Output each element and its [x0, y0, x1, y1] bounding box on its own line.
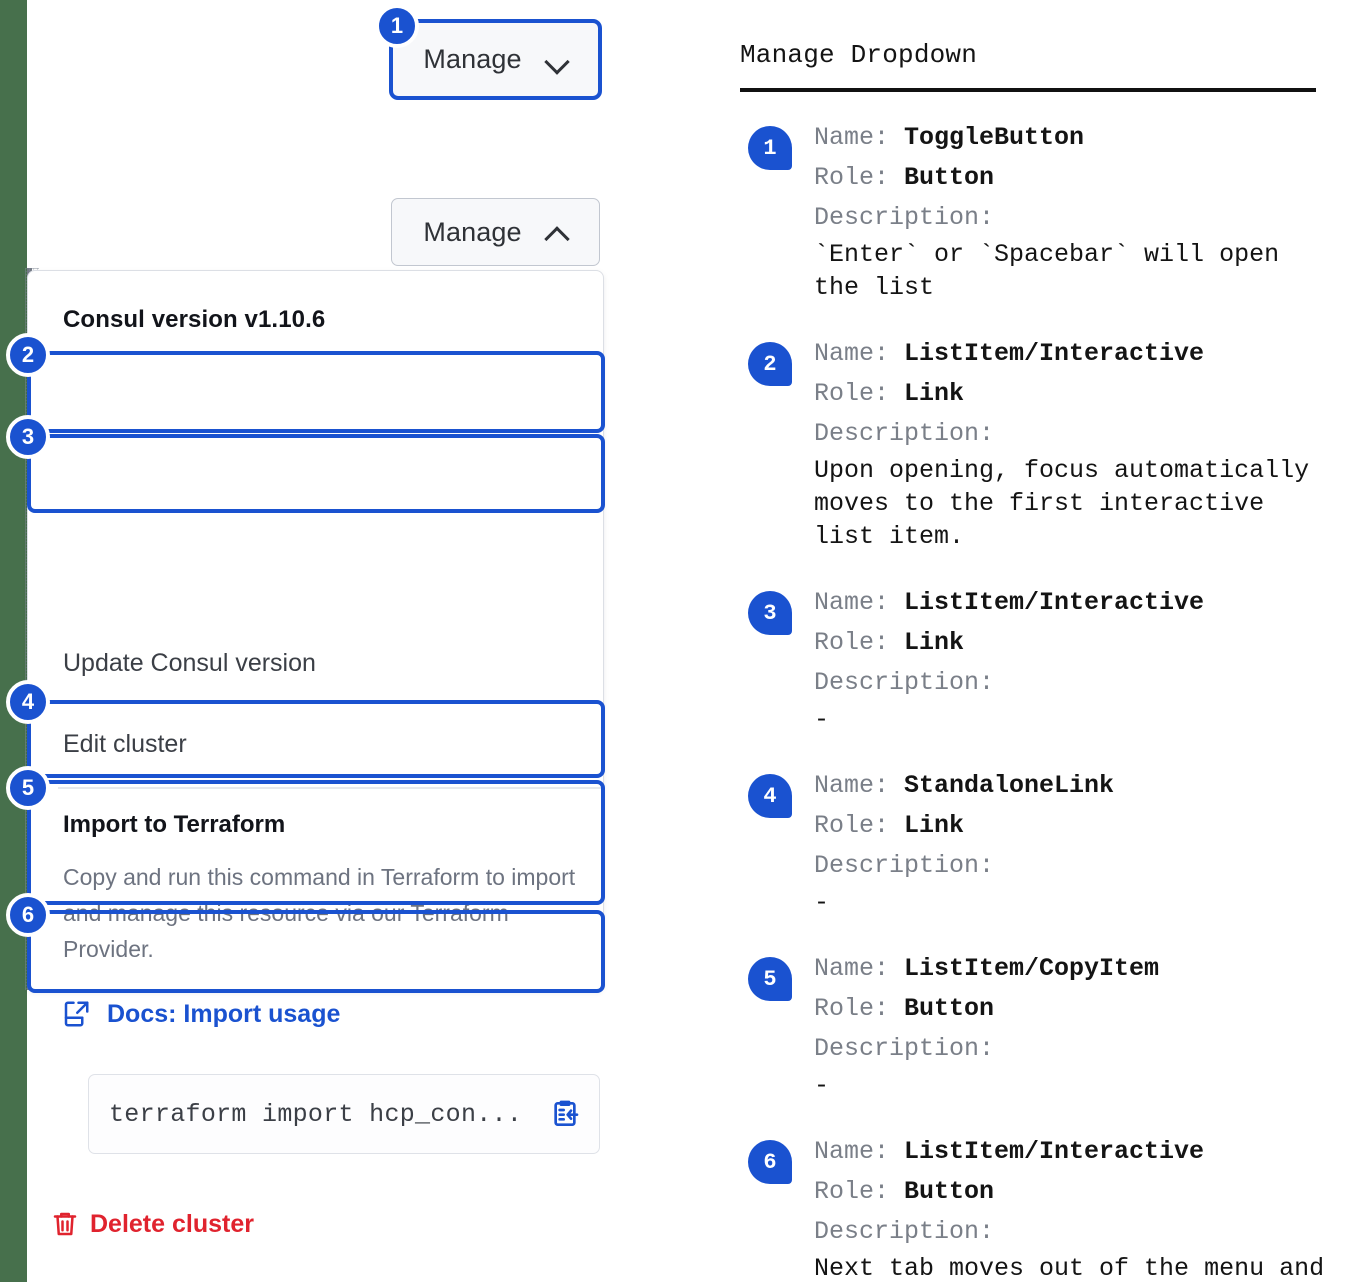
spec-field-label: Name:	[814, 1137, 905, 1166]
spec-description-label: Description:	[814, 851, 995, 880]
chevron-down-icon	[546, 49, 568, 71]
spec-field-value: ListItem/Interactive	[904, 339, 1205, 368]
delete-cluster-label: Delete cluster	[90, 1209, 254, 1238]
annotation-badge-4: 4	[748, 774, 792, 818]
spec-field-value: Link	[904, 811, 965, 840]
trash-icon	[50, 1209, 80, 1239]
spec-field-value: Button	[904, 994, 995, 1023]
docs-import-usage-label: Docs: Import usage	[107, 999, 341, 1028]
annotation-badge-4: 4	[6, 680, 50, 724]
spec-field-value: Button	[904, 163, 995, 192]
menu-item-docs-import-usage[interactable]: Docs: Import usage	[28, 986, 605, 1042]
annotation-badge-2: 2	[748, 342, 792, 386]
menu-item-edit-label: Edit cluster	[63, 729, 187, 758]
spec-field: Name: StandaloneLink	[814, 766, 1340, 806]
menu-divider	[58, 787, 603, 789]
import-terraform-description: Copy and run this command in Terraform t…	[63, 864, 576, 962]
spec-field-value: Link	[904, 628, 965, 657]
spec-field-value: ListItem/CopyItem	[904, 954, 1160, 983]
spec-field: Name: ToggleButton	[814, 118, 1340, 158]
spec-field-label: Role:	[814, 1177, 905, 1206]
spec-field-label: Role:	[814, 628, 905, 657]
spec-field-label: Name:	[814, 588, 905, 617]
spec-description-value: -	[814, 1071, 830, 1100]
spec-field: Role: Button	[814, 158, 1340, 198]
menu-item-update-label: Update Consul version	[63, 648, 316, 677]
spec-field-value: Link	[904, 379, 965, 408]
spec-description-value: Upon opening, focus automatically moves …	[814, 456, 1310, 551]
spec-field-label: Name:	[814, 954, 905, 983]
annotation-badge-1: 1	[748, 126, 792, 170]
spec-field-label: Name:	[814, 123, 905, 152]
manage-toggle-label: Manage	[423, 44, 522, 74]
spec-description-label: Description:	[814, 419, 995, 448]
spec-field: Role: Link	[814, 623, 1340, 663]
import-terraform-heading: Import to Terraform	[63, 811, 286, 838]
spec-field: Role: Link	[814, 806, 1340, 846]
spec-field-label: Role:	[814, 811, 905, 840]
menu-item-edit-cluster[interactable]: Edit cluster	[28, 711, 605, 777]
spec-description-value: -	[814, 705, 830, 734]
annotation-badge-6: 6	[6, 893, 50, 937]
spec-field-value: StandaloneLink	[904, 771, 1115, 800]
spec-field-value: ToggleButton	[904, 123, 1085, 152]
consul-version-label: Consul version v1.10.6	[63, 306, 326, 333]
spec-field: Name: ListItem/CopyItem	[814, 949, 1340, 989]
terraform-command-text: terraform import hcp_con...	[109, 1099, 523, 1129]
terraform-command-copy-field[interactable]: terraform import hcp_con...	[88, 1074, 600, 1154]
spec-title-rule	[740, 88, 1316, 92]
spec-description-value: -	[814, 888, 830, 917]
spec-field-value: ListItem/Interactive	[904, 588, 1205, 617]
chevron-up-icon	[546, 221, 568, 243]
left-rail	[0, 0, 27, 1282]
spec-field: Name: ListItem/Interactive	[814, 583, 1340, 623]
spec-field-value: Button	[904, 1177, 995, 1206]
spec-field-label: Role:	[814, 994, 905, 1023]
spec-field: Role: Button	[814, 1172, 1340, 1212]
spec-field-label: Name:	[814, 339, 905, 368]
annotation-badge-6: 6	[748, 1140, 792, 1184]
spec-description-label: Description:	[814, 203, 995, 232]
spec-field: Name: ListItem/Interactive	[814, 1132, 1340, 1172]
manage-dropdown-panel: Consul version v1.10.6 Update Consul ver…	[27, 270, 605, 1238]
spec-field-label: Role:	[814, 379, 905, 408]
external-doc-icon	[61, 999, 91, 1029]
copy-clipboard-icon[interactable]	[549, 1098, 581, 1130]
spec-description-label: Description:	[814, 1034, 995, 1063]
spec-field-value: ListItem/Interactive	[904, 1137, 1205, 1166]
spec-field: Role: Link	[814, 374, 1340, 414]
annotation-badge-2: 2	[6, 333, 50, 377]
spec-field: Name: ListItem/Interactive	[814, 334, 1340, 374]
annotation-badge-5: 5	[6, 766, 50, 810]
spec-description-label: Description:	[814, 1217, 995, 1246]
spec-field-label: Name:	[814, 771, 905, 800]
spec-description-value: Next tab moves out of the menu and to th…	[814, 1254, 1325, 1282]
menu-item-update-consul-version[interactable]: Update Consul version	[28, 630, 605, 696]
annotation-badge-3: 3	[6, 415, 50, 459]
annotation-badge-3: 3	[748, 591, 792, 635]
spec-field-label: Role:	[814, 163, 905, 192]
annotation-badge-5: 5	[748, 957, 792, 1001]
spec-description-label: Description:	[814, 668, 995, 697]
annotation-badge-1: 1	[375, 4, 419, 48]
manage-toggle-button-closed[interactable]: Manage	[389, 19, 602, 100]
spec-title: Manage Dropdown	[740, 40, 978, 70]
manage-toggle-label-open: Manage	[423, 216, 522, 247]
manage-toggle-button-open[interactable]: Manage	[391, 198, 600, 266]
spec-description-value: `Enter` or `Spacebar` will open the list	[814, 240, 1280, 302]
menu-item-delete-cluster[interactable]: Delete cluster	[28, 1196, 605, 1252]
spec-field: Role: Button	[814, 989, 1340, 1029]
